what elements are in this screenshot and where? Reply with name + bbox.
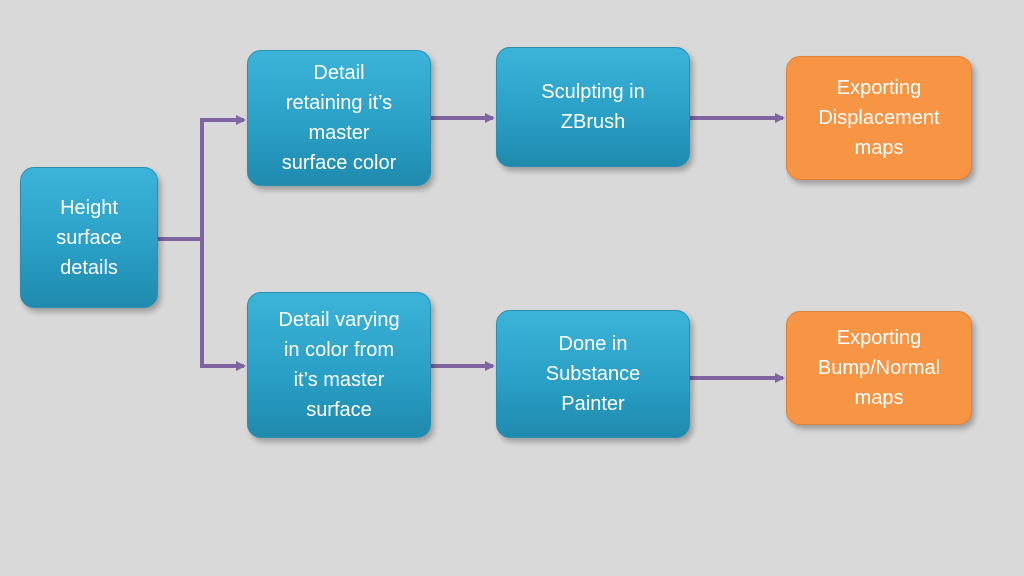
node-detail-varying-color: Detail varying in color from it’s master… — [247, 292, 431, 438]
connector-height-to-retain — [200, 115, 246, 239]
node-label: Height surface details — [56, 196, 122, 279]
node-exporting-bump-normal: Exporting Bump/Normal maps — [786, 311, 972, 425]
connector-height-to-varying — [200, 239, 246, 371]
node-label: Done in Substance Painter — [545, 333, 641, 415]
node-label: Exporting Bump/Normal maps — [817, 327, 941, 409]
node-exporting-displacement: Exporting Displacement maps — [786, 56, 972, 180]
node-label: Detail retaining it’s master surface col… — [281, 62, 397, 174]
node-sculpting-zbrush: Sculpting in ZBrush — [496, 47, 690, 167]
node-substance-painter: Done in Substance Painter — [496, 310, 690, 438]
node-label: Exporting Displacement maps — [818, 77, 940, 159]
node-label: Sculpting in ZBrush — [541, 81, 645, 133]
node-height-surface-details: Height surface details — [20, 167, 158, 308]
node-label: Detail varying in color from it’s master… — [278, 309, 400, 421]
node-detail-retaining-color: Detail retaining it’s master surface col… — [247, 50, 431, 186]
